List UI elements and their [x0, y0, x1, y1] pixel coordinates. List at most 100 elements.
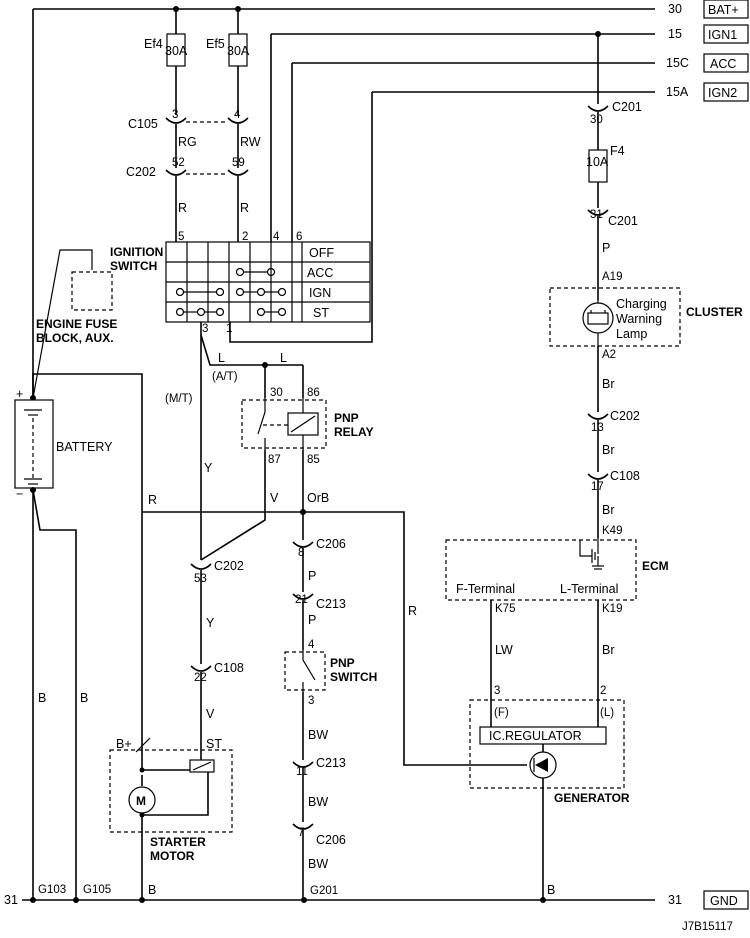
wire-bw2: BW — [308, 795, 328, 809]
ignition-switch: 5 2 4 6 O — [110, 231, 371, 335]
wire-br1: Br — [602, 377, 615, 391]
cluster-pin-a19: A19 — [602, 271, 622, 283]
connector-c213-b: 11 C213 BW — [292, 756, 346, 822]
wire-bw3: BW — [308, 857, 328, 871]
pnp-relay-pin-85: 85 — [307, 454, 320, 466]
bat-rail-num: 30 — [668, 2, 682, 16]
ign1-rail-label: IGN1 — [708, 28, 737, 42]
wire-br3: Br — [602, 503, 615, 517]
starter-st-terminal: ST — [206, 737, 222, 751]
connector-c202-left-pin: 53 — [194, 573, 207, 585]
ecm: F-Terminal L-Terminal ECM — [445, 538, 669, 601]
connector-c206-b: 7 C206 BW G201 — [292, 823, 346, 900]
ignition-switch-label-line2: SWITCH — [110, 259, 157, 273]
bat-rail: 30 BAT+ — [33, 0, 749, 19]
engine-fuse-block-line2: BLOCK, AUX. — [36, 331, 114, 345]
generator-r-wire: R — [142, 511, 527, 766]
wire-v1: V — [270, 491, 279, 505]
pnp-switch-pin-bottom: 3 — [308, 695, 314, 707]
generator-term-l: (L) — [600, 707, 614, 719]
ignition-switch-pin-4: 4 — [273, 231, 280, 243]
connector-c108-left: 22 C108 V — [190, 661, 244, 752]
ign1-rail-num: 15 — [668, 27, 682, 41]
ecm-l-terminal: L-Terminal — [560, 582, 618, 596]
generator-label: GENERATOR — [554, 791, 630, 805]
cluster-to-ecm: A2 Br 13 C202 Br 17 C108 Br K49 — [587, 346, 640, 538]
wire-r-batt: R — [148, 493, 157, 507]
ign1-rail: 15 IGN1 — [271, 24, 749, 44]
starter-motor: M B+ ST STARTER MOTOR B — [109, 737, 233, 900]
wire-rw: RW — [240, 135, 261, 149]
wire-orb: OrB — [307, 491, 329, 505]
ignition-position-acc: ACC — [307, 266, 333, 280]
ecm-to-generator: K75 K19 LW Br 3 2 — [490, 600, 622, 728]
ign2-rail-num: 15A — [666, 85, 689, 99]
pnp-relay-outputs: V OrB — [200, 450, 329, 561]
ignition-position-off: OFF — [309, 246, 334, 260]
starter-label-line1: STARTER — [150, 835, 206, 849]
connector-c108-left-pin: 22 — [194, 672, 207, 684]
st-output-wiring: L L (A/T) (M/T) Y — [165, 322, 304, 560]
connector-c206-b-name: C206 — [316, 833, 346, 847]
ecm-label: ECM — [642, 559, 669, 573]
wire-r-gen: R — [408, 604, 417, 618]
fuse-ef4-name: Ef4 — [144, 37, 163, 51]
fuse-ef5-name: Ef5 — [206, 37, 225, 51]
ignition-switch-pin-2: 2 — [242, 231, 248, 243]
connector-c108-left-name: C108 — [214, 661, 244, 675]
starter-motor-m: M — [136, 794, 146, 808]
fuse-f4-rating: 10A — [586, 155, 609, 169]
ignition-switch-label-line1: IGNITION — [110, 245, 163, 259]
bat-rail-label: BAT+ — [708, 3, 739, 17]
ignition-switch-pin-1: 1 — [226, 323, 232, 335]
gnd-rail-num-left: 31 — [4, 893, 18, 907]
connector-c202-left-name: C202 — [214, 559, 244, 573]
gnd-rail-num: 31 — [668, 893, 682, 907]
wire-b3: B — [148, 883, 156, 897]
pnp-switch: 4 3 PNP SWITCH BW — [284, 639, 377, 760]
acc-rail-num: 15C — [666, 56, 689, 70]
ecm-pin-k75: K75 — [495, 603, 515, 615]
wire-mt: (M/T) — [165, 393, 193, 405]
ground-g105: G105 — [83, 884, 111, 896]
wire-r1: R — [178, 201, 187, 215]
connector-c105: C105 3 4 RG RW — [128, 109, 261, 168]
connector-c108-right-name: C108 — [610, 469, 640, 483]
generator: (F) (L) IC.REGULATOR GENERATOR B — [469, 699, 630, 900]
wire-y2: Y — [206, 616, 215, 630]
wire-v2: V — [206, 707, 215, 721]
connector-c202-top-pin-b: 59 — [232, 157, 245, 169]
cluster: Charging Warning Lamp CLUSTER — [549, 287, 743, 347]
connector-c206-a-name: C206 — [316, 537, 346, 551]
ignition-position-ign: IGN — [309, 286, 331, 300]
pnp-relay-pin-87: 87 — [268, 454, 281, 466]
battery-plus: + — [16, 387, 23, 401]
fuse-ef4-rating: 30A — [165, 44, 188, 58]
connector-c105-name: C105 — [128, 117, 158, 131]
wire-b4: B — [547, 883, 555, 897]
fuse-f4-name: F4 — [610, 144, 625, 158]
wire-l2: L — [280, 351, 287, 365]
starter-b-terminal: B+ — [116, 737, 132, 751]
battery-wiring: R B B G103 G105 — [30, 9, 157, 900]
diagram-id: J7B15117 — [682, 921, 733, 933]
pnp-switch-pin-top: 4 — [308, 639, 315, 651]
connector-c213-a: 21 C213 P — [292, 593, 346, 650]
wire-l1: L — [218, 351, 225, 365]
cluster-pin-a2: A2 — [602, 349, 616, 361]
acc-rail: 15C ACC — [292, 53, 749, 73]
connector-c213-b-pin: 11 — [296, 766, 308, 778]
generator-pin-2: 2 — [600, 685, 606, 697]
ground-g201: G201 — [310, 885, 338, 897]
starter-label-line2: MOTOR — [150, 849, 195, 863]
wire-y1: Y — [204, 461, 213, 475]
wire-rg: RG — [178, 135, 197, 149]
pnp-relay-pin-86: 86 — [307, 387, 320, 399]
connector-c105-pin-b: 4 — [234, 109, 241, 121]
connector-c206-a-pin: 8 — [298, 547, 304, 559]
fuse-ef5: Ef5 30A — [206, 9, 250, 115]
gnd-rail-label: GND — [710, 894, 738, 908]
pnp-relay-pin-30: 30 — [270, 387, 283, 399]
wire-b1: B — [38, 691, 46, 705]
